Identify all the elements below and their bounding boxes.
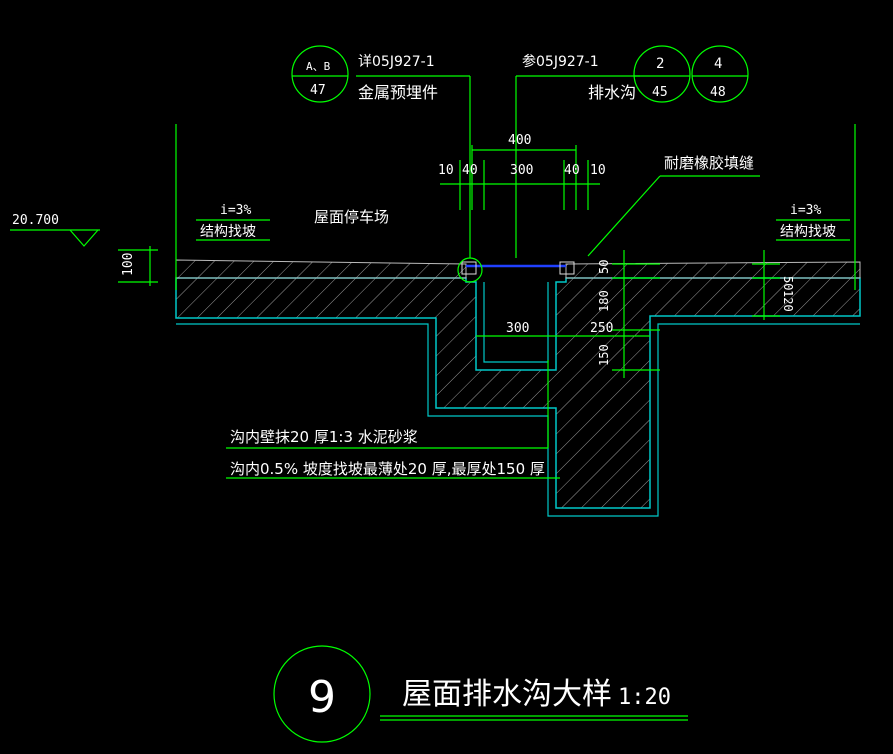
label-rubber-filler: 耐磨橡胶填缝 (664, 154, 754, 172)
title-circle (273, 645, 371, 743)
drawing-text: A、B 47 详05J927-1 金属预埋件 参05J927-1 排水沟 2 4… (12, 53, 836, 723)
dim-top-a: 10 (438, 163, 454, 178)
ref-right-c1-top: 2 (656, 56, 664, 72)
screed-layer-right (565, 261, 861, 279)
dim-left-thickness: 100 (121, 253, 136, 276)
title-number: 9 (308, 672, 336, 723)
dim-top-e: 10 (590, 163, 606, 178)
dim-right-180: 180 (597, 290, 611, 312)
ref-right-c2-top: 4 (714, 56, 722, 72)
ref-left-circle-bottom: 47 (310, 83, 326, 98)
label-elevation: 20.700 (12, 213, 59, 228)
title-text: 屋面排水沟大样 (402, 677, 612, 712)
ref-left-circle-top: A、B (306, 60, 331, 73)
embedded-angle-left (461, 261, 477, 275)
label-slope-right-note: 结构找坡 (780, 224, 836, 240)
ref-right-note2: 排水沟 (588, 83, 636, 102)
ref-left-note1: 详05J927-1 (358, 54, 435, 70)
ref-right-note1: 参05J927-1 (522, 53, 599, 70)
ref-right-c1-bottom: 45 (652, 85, 668, 100)
leader-lines (10, 75, 856, 721)
reference-bubbles (273, 45, 749, 743)
note-bottom-slope: 沟内0.5% 坡度找坡最薄处20 厚,最厚处150 厚 (230, 460, 545, 478)
label-slope-right: i=3% (790, 203, 821, 218)
dim-trench-width: 300 (506, 321, 529, 336)
title-scale: 1:20 (618, 685, 671, 710)
screed-layer (175, 259, 467, 279)
dim-top-total: 400 (508, 133, 531, 148)
label-parking: 屋面停车场 (314, 208, 389, 226)
ref-left-note2: 金属预埋件 (358, 83, 438, 102)
ref-circle-right-1 (633, 45, 691, 103)
dim-right-50a: 50 (597, 260, 611, 274)
ref-right-c2-bottom: 48 (710, 85, 726, 100)
embedded-angle-right (559, 261, 575, 275)
label-slope-left-note: 结构找坡 (200, 224, 256, 240)
ref-circle-right-2 (691, 45, 749, 103)
waterproof-line (176, 323, 860, 517)
dim-right-50b: 50 (781, 276, 795, 290)
dim-top-c: 300 (510, 163, 533, 178)
dim-trench-250: 250 (590, 321, 613, 336)
dim-top-d: 40 (564, 163, 580, 178)
dim-right-150: 150 (597, 344, 611, 366)
label-slope-left: i=3% (220, 203, 251, 218)
trench-plaster (483, 282, 549, 363)
dim-right-120: 120 (781, 290, 795, 312)
note-wall-plaster: 沟内壁抹20 厚1:3 水泥砂浆 (230, 428, 418, 446)
concrete-section (175, 257, 861, 517)
ref-circle-left (291, 45, 349, 103)
dim-top-b: 40 (462, 163, 478, 178)
